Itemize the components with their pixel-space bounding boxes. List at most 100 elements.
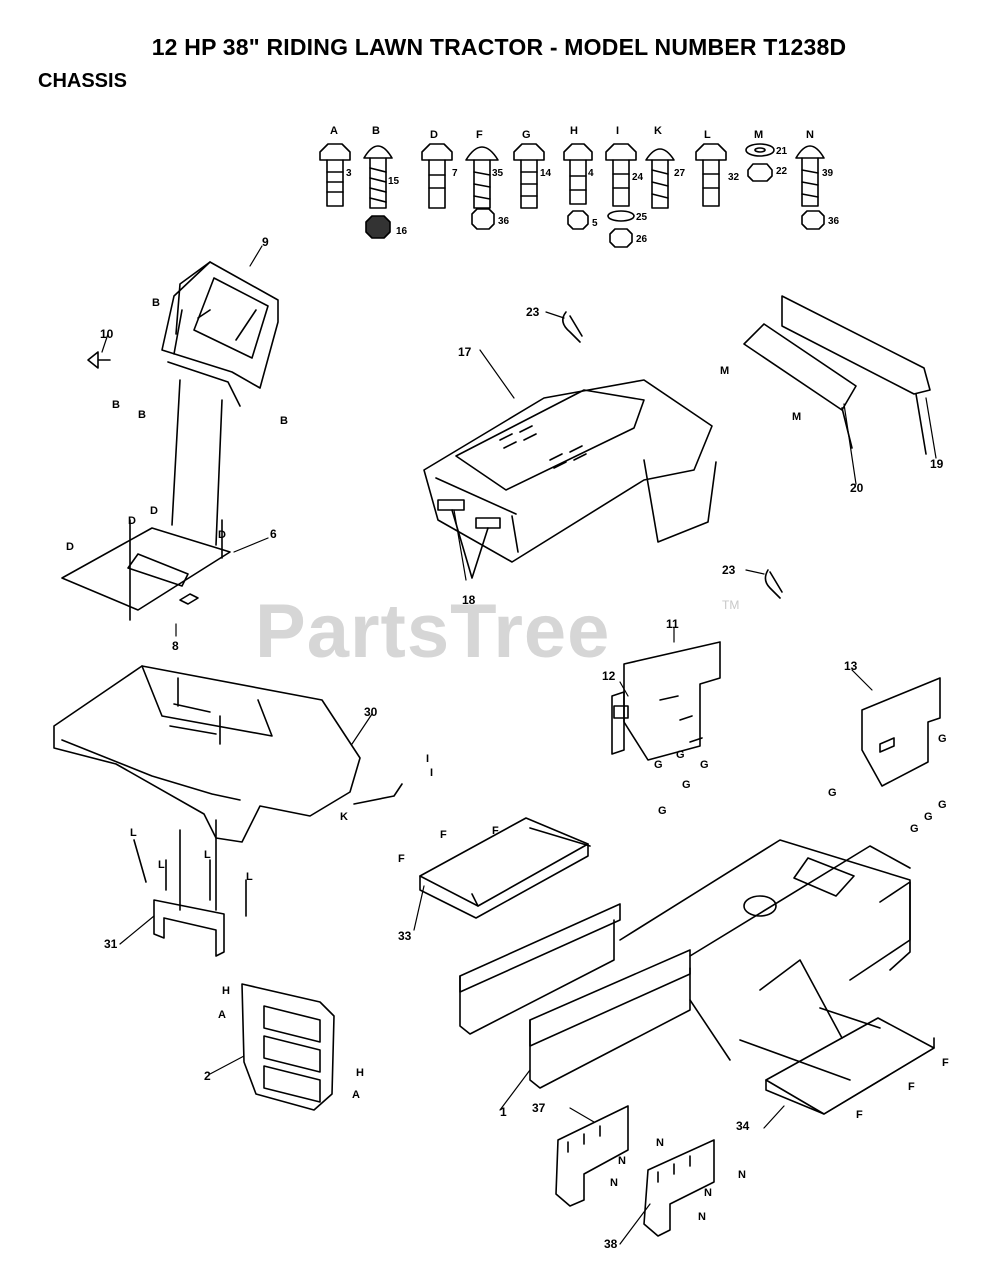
loc-k: K — [340, 811, 348, 823]
footrest-34[interactable] — [765, 1017, 935, 1115]
callout-33: 33 — [398, 929, 412, 943]
side-panel-13[interactable] — [861, 677, 941, 787]
location-letters: B B B B D D D D M M I I K L L L L F F F … — [66, 297, 949, 1223]
headlight-inserts[interactable] — [437, 499, 501, 579]
hardware-m[interactable] — [745, 143, 775, 182]
loc-i-2: I — [430, 767, 433, 779]
bracket-37[interactable] — [555, 1105, 629, 1207]
hw-part-32: 32 — [728, 172, 740, 183]
hw-letter-f: F — [476, 129, 483, 141]
loc-g-1: G — [654, 759, 663, 771]
fender-seat-pan[interactable] — [53, 665, 403, 843]
loc-f-3: F — [398, 853, 405, 865]
cotter-pin-hood[interactable] — [562, 311, 583, 343]
hw-letter-h: H — [570, 125, 578, 137]
hardware-a[interactable] — [319, 143, 351, 207]
hw-part-36b: 36 — [828, 216, 840, 227]
rear-bumper[interactable] — [743, 295, 931, 455]
loc-d-2: D — [128, 515, 136, 527]
hw-part-7: 7 — [452, 168, 458, 179]
callout-11: 11 — [666, 617, 679, 631]
hardware-l[interactable] — [695, 143, 727, 207]
fastener-12[interactable] — [613, 705, 629, 719]
loc-d-1: D — [66, 541, 74, 553]
loc-g-10: G — [910, 823, 919, 835]
hw-letter-a: A — [330, 125, 338, 137]
loc-n-1: N — [656, 1137, 664, 1149]
hardware-letters: A B D F G H I K L M N — [330, 125, 814, 141]
loc-d-4: D — [218, 529, 226, 541]
hardware-i[interactable] — [605, 143, 637, 248]
loc-b-2: B — [112, 399, 120, 411]
hw-part-22: 22 — [776, 166, 788, 177]
loc-d-3: D — [150, 505, 158, 517]
chassis-frame[interactable] — [459, 839, 911, 1089]
footrest-33[interactable] — [419, 817, 591, 919]
hw-letter-k: K — [654, 125, 662, 137]
bracket-38[interactable] — [643, 1139, 715, 1237]
hw-part-36a: 36 — [498, 216, 510, 227]
hw-part-5: 5 — [592, 218, 598, 229]
hardware-h[interactable] — [563, 143, 593, 230]
hardware-f[interactable] — [465, 146, 499, 230]
seat-bracket[interactable] — [133, 819, 247, 957]
loc-n-3: N — [610, 1177, 618, 1189]
callout-34: 34 — [736, 1119, 750, 1133]
cotter-pin-rear[interactable] — [764, 569, 783, 599]
hood[interactable] — [423, 379, 717, 563]
callout-31: 31 — [104, 937, 118, 951]
dash-console[interactable] — [161, 261, 279, 389]
callout-20: 20 — [850, 481, 864, 495]
loc-n-4: N — [738, 1169, 746, 1181]
steering-column[interactable] — [167, 361, 241, 546]
callout-18: 18 — [462, 593, 476, 607]
loc-g-6: G — [938, 733, 947, 745]
hw-letter-g: G — [522, 129, 531, 141]
hw-part-15: 15 — [388, 176, 400, 187]
loc-n-5: N — [704, 1187, 712, 1199]
hw-part-3: 3 — [346, 168, 352, 179]
callout-23-rear: 23 — [722, 563, 736, 577]
hardware-n[interactable] — [795, 145, 825, 230]
loc-f-1: F — [492, 825, 499, 837]
hardware-d[interactable] — [421, 143, 453, 209]
loc-f-5: F — [908, 1081, 915, 1093]
loc-b-3: B — [138, 409, 146, 421]
callout-9: 9 — [262, 235, 269, 249]
hw-part-21: 21 — [776, 146, 788, 157]
leader-lines — [101, 245, 937, 1245]
hardware-k[interactable] — [645, 148, 675, 209]
loc-b-1: B — [152, 297, 160, 309]
callout-38: 38 — [604, 1237, 618, 1251]
loc-n-2: N — [618, 1155, 626, 1167]
hardware-g[interactable] — [513, 143, 545, 209]
callout-2: 2 — [204, 1069, 211, 1083]
hw-letter-n: N — [806, 129, 814, 141]
hw-part-16: 16 — [396, 226, 408, 237]
hw-letter-l: L — [704, 129, 711, 141]
loc-g-4: G — [700, 759, 709, 771]
front-grille[interactable] — [241, 983, 335, 1111]
callout-37: 37 — [532, 1101, 546, 1115]
loc-l-4: L — [246, 871, 253, 883]
loc-g-5: G — [658, 805, 667, 817]
callout-numbers: 1 2 6 8 9 10 11 12 13 17 18 19 20 23 23 … — [100, 235, 944, 1251]
hardware-b[interactable] — [363, 145, 393, 239]
loc-g-8: G — [938, 799, 947, 811]
hw-part-26: 26 — [636, 234, 648, 245]
section-title: CHASSIS — [38, 70, 127, 92]
loc-g-7: G — [828, 787, 837, 799]
loc-l-1: L — [130, 827, 137, 839]
hw-letter-b: B — [372, 125, 380, 137]
callout-12: 12 — [602, 669, 616, 683]
side-panel-11[interactable] — [611, 641, 721, 761]
loc-m-2: M — [792, 411, 801, 423]
loc-h-1: H — [222, 985, 230, 997]
fastener-10[interactable] — [87, 351, 111, 369]
hw-letter-m: M — [754, 129, 763, 141]
loc-l-3: L — [204, 849, 211, 861]
loc-a-2: A — [352, 1089, 360, 1101]
callout-17: 17 — [458, 345, 472, 359]
hw-part-14: 14 — [540, 168, 552, 179]
floor-plate[interactable] — [61, 519, 231, 621]
